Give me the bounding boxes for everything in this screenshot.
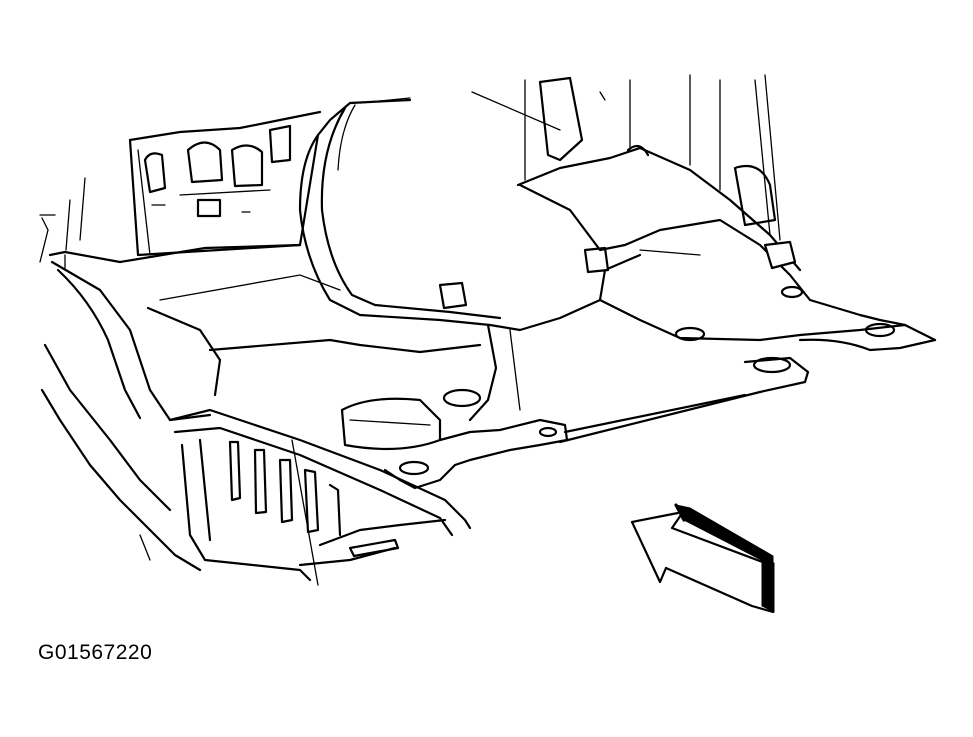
right-load-floor <box>558 285 937 444</box>
seal-line <box>359 97 701 256</box>
left-quarter-panel <box>39 177 202 572</box>
latch-area <box>383 418 569 490</box>
right-rear-wall <box>471 74 812 302</box>
rear-sill-plate <box>168 408 472 586</box>
view-direction-arrow-icon <box>630 503 775 614</box>
figure-id-label: G01567220 <box>38 641 153 664</box>
left-rear-wall <box>128 98 412 257</box>
left-wheelhouse-arch <box>298 104 377 317</box>
floor-cover-panel <box>340 246 642 451</box>
